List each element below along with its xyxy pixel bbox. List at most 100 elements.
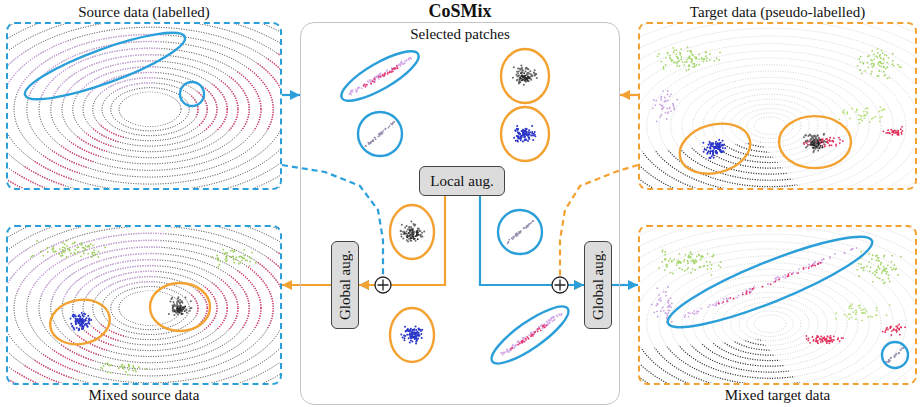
- scan-ring: [8, 227, 280, 383]
- scan-ring: [8, 227, 280, 383]
- scan-ring: [8, 227, 280, 383]
- scan-point: [891, 255, 893, 257]
- scan-point: [670, 93, 672, 95]
- scan-point: [233, 259, 235, 261]
- scan-ring: [8, 24, 280, 188]
- scan-point: [662, 307, 664, 309]
- scan-point: [822, 146, 824, 148]
- scan-point: [83, 253, 85, 255]
- scan-point: [815, 146, 817, 148]
- scan-point: [753, 285, 755, 287]
- scan-point: [715, 145, 717, 147]
- scan-point: [363, 83, 365, 85]
- scan-point: [62, 247, 64, 249]
- scan-point: [515, 74, 517, 76]
- scan-ring: [8, 24, 280, 188]
- scan-ring: [731, 104, 810, 147]
- scan-point: [900, 128, 902, 130]
- selected-patch: [779, 116, 851, 168]
- scan-ring: [640, 227, 915, 383]
- scan-ring: [8, 24, 280, 188]
- scan-point: [773, 281, 775, 283]
- scan-point: [823, 258, 825, 260]
- scan-point: [668, 302, 670, 304]
- scan-ring: [671, 71, 870, 180]
- scan-point: [516, 79, 518, 81]
- scan-point: [822, 139, 824, 141]
- scan-ring: [640, 24, 915, 188]
- scan-point: [663, 68, 665, 70]
- scan-point: [712, 152, 714, 154]
- scan-ring: [14, 34, 280, 184]
- scan-point: [876, 259, 878, 261]
- scan-ring: [8, 24, 280, 188]
- scan-point: [834, 253, 836, 255]
- scan-point: [882, 62, 884, 64]
- scan-ring: [640, 24, 915, 188]
- scan-point: [886, 271, 888, 273]
- scan-ring: [640, 24, 915, 188]
- scan-point: [686, 69, 688, 71]
- scan-point: [873, 64, 875, 66]
- scan-point: [843, 109, 845, 111]
- scan-point: [211, 256, 213, 258]
- scan-point: [850, 305, 852, 307]
- scan-ring: [8, 24, 280, 188]
- scan-point: [829, 256, 831, 258]
- scan-point: [700, 259, 702, 261]
- scan-point: [860, 251, 862, 253]
- scan-point: [889, 304, 891, 306]
- scan-point: [721, 140, 723, 142]
- scan-point: [70, 252, 72, 254]
- scan-point: [832, 141, 834, 143]
- scan-point: [177, 313, 179, 315]
- scan-point: [819, 262, 821, 264]
- scan-point: [354, 88, 356, 90]
- scan-point: [241, 259, 243, 261]
- scan-point: [823, 133, 825, 135]
- scan-point: [900, 256, 902, 258]
- scan-point: [869, 270, 871, 272]
- scan-point: [861, 73, 863, 75]
- scan-point: [835, 312, 837, 314]
- scan-point: [53, 248, 55, 250]
- scan-point: [774, 280, 776, 282]
- scan-point: [667, 306, 669, 308]
- scan-point: [851, 307, 853, 309]
- scan-point: [884, 268, 886, 270]
- scan-ring: [8, 24, 280, 188]
- scan-point: [798, 268, 800, 270]
- scan-point: [701, 255, 703, 257]
- scan-point: [693, 63, 695, 65]
- scan-ring: [8, 227, 280, 383]
- lidar-scan: [640, 24, 915, 188]
- scan-point: [410, 58, 412, 60]
- scan-point: [172, 307, 174, 309]
- scan-point: [848, 313, 850, 315]
- scan-point: [696, 312, 698, 314]
- scan-point: [660, 99, 662, 101]
- scan-point: [778, 278, 780, 280]
- scan-point: [71, 325, 73, 327]
- scan-point: [833, 137, 835, 139]
- scan-point: [829, 140, 831, 142]
- scan-ring: [8, 227, 280, 383]
- scan-point: [384, 72, 386, 74]
- scan-point: [879, 277, 881, 279]
- scan-point: [884, 75, 886, 77]
- scan-point: [718, 265, 720, 267]
- scan-point: [527, 80, 529, 82]
- scan-point: [761, 285, 763, 287]
- scan-point: [862, 62, 864, 64]
- scan-point: [179, 308, 181, 310]
- scan-point: [669, 95, 671, 97]
- scan-point: [677, 260, 679, 262]
- scan-point: [887, 361, 889, 363]
- scan-point: [884, 281, 886, 283]
- scan-point: [60, 255, 62, 257]
- scan-point: [381, 74, 383, 76]
- scan-point: [391, 68, 393, 70]
- scan-ring: [640, 24, 915, 188]
- scan-point: [770, 283, 772, 285]
- scan-point: [817, 263, 819, 265]
